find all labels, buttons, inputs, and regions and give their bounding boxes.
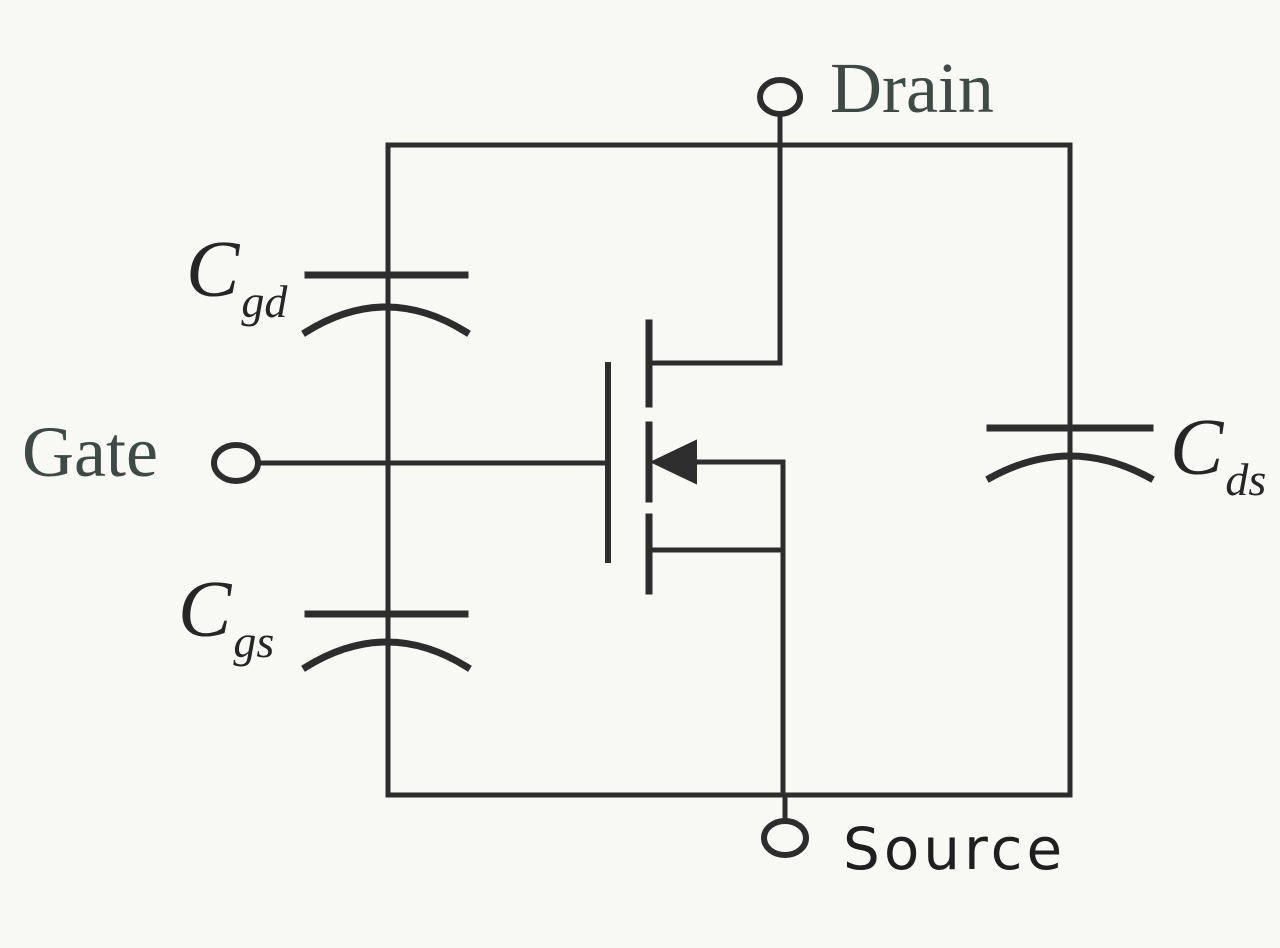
cgd-subscript: gd: [241, 276, 288, 327]
drain-terminal: [649, 77, 803, 366]
capacitor-cgd-icon: [301, 271, 471, 337]
source-terminal-circle-icon: [761, 818, 809, 858]
cgd-symbol: C: [186, 226, 240, 314]
cgs-subscript: gs: [233, 616, 275, 667]
drain-wire: [649, 111, 783, 366]
capacitor-cgs-icon: [301, 610, 472, 672]
cds-symbol: C: [1170, 404, 1224, 492]
mosfet-icon: [605, 319, 786, 798]
drain-label: Drain: [830, 48, 994, 128]
cgd-label: Cgd: [186, 230, 287, 325]
cds-curved-plate: [985, 452, 1155, 483]
source-label: Source: [843, 815, 1067, 883]
drain-terminal-circle-icon: [757, 77, 803, 117]
cgd-curved-plate: [301, 303, 471, 337]
cds-subscript: ds: [1225, 454, 1267, 505]
cgs-curved-plate: [301, 638, 472, 672]
capacitor-cds-icon: [985, 424, 1155, 483]
cgs-label: Cgs: [178, 570, 274, 665]
mosfet-source-wire: [687, 459, 786, 798]
gate-terminal-circle-icon: [211, 442, 261, 484]
cgs-symbol: C: [178, 566, 232, 654]
outer-loop-wire: [385, 142, 1073, 798]
gate-terminal: [211, 442, 611, 484]
source-terminal: [761, 792, 809, 858]
gate-label: Gate: [22, 412, 158, 492]
cds-label: Cds: [1170, 408, 1266, 503]
